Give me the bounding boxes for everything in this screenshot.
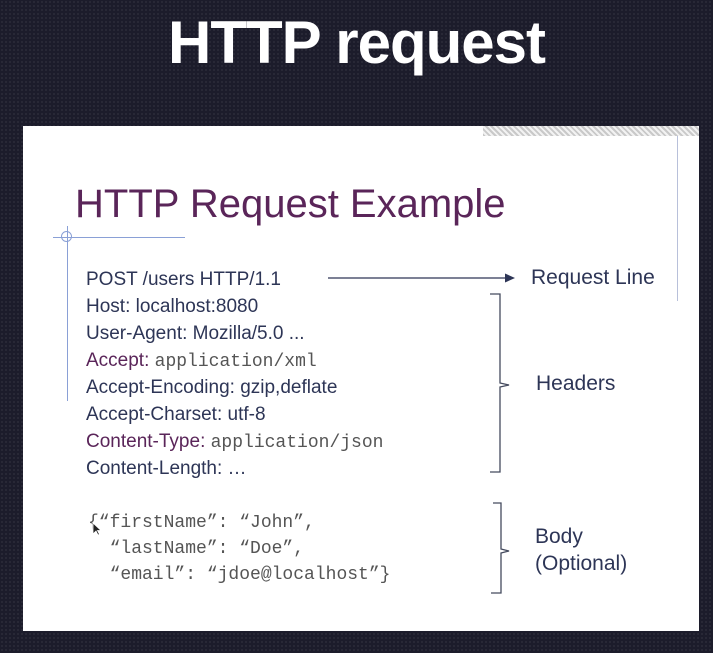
- crosshair-circle-icon: [61, 231, 72, 242]
- header-line-accept-encoding: Accept-Encoding: gzip,deflate: [86, 374, 383, 401]
- body-line: {“firstName”: “John”,: [88, 513, 315, 533]
- slide-heading: HTTP Request Example: [75, 182, 506, 226]
- annotation-body-subtitle: (Optional): [535, 552, 628, 575]
- body-line: “lastName”: “Doe”,: [88, 539, 305, 559]
- body-brace: [491, 502, 510, 594]
- crosshair-vertical-rule: [67, 226, 68, 401]
- header-value: localhost:8080: [135, 296, 259, 317]
- header-value: application/xml: [154, 352, 317, 372]
- header-key: Content-Length:: [86, 458, 223, 479]
- header-line-content-length: Content-Length: …: [86, 455, 383, 482]
- header-line-user-agent: User-Agent: Mozilla/5.0 ...: [86, 320, 383, 347]
- request-body: {“firstName”: “John”, “lastName”: “Doe”,…: [88, 510, 390, 588]
- annotation-body-title: Body: [535, 525, 583, 548]
- annotation-body: Body (Optional): [535, 523, 627, 577]
- header-key: Accept-Charset:: [86, 404, 223, 425]
- headers-brace: [490, 293, 510, 473]
- header-value: utf-8: [227, 404, 266, 425]
- crosshair-horizontal-rule: [53, 237, 185, 238]
- header-key: Accept-Encoding:: [86, 377, 235, 398]
- page-title: HTTP request: [168, 9, 546, 76]
- header-key: Accept:: [86, 350, 150, 371]
- header-line-accept-charset: Accept-Charset: utf-8: [86, 401, 383, 428]
- request-line: POST /users HTTP/1.1: [86, 269, 281, 290]
- annotation-request-line: Request Line: [531, 266, 655, 289]
- header-value: application/json: [210, 433, 384, 453]
- slide: HTTP Request Example POST /users HTTP/1.…: [23, 126, 699, 631]
- arrow-right-icon: [328, 273, 515, 283]
- header-key: Content-Type:: [86, 431, 206, 452]
- mouse-pointer-icon: [92, 522, 102, 536]
- header-key: User-Agent:: [86, 323, 188, 344]
- header-value: Mozilla/5.0 ...: [192, 323, 305, 344]
- header-key: Host:: [86, 296, 131, 317]
- body-line: “email”: “jdoe@localhost”}: [88, 565, 391, 585]
- annotation-graphics: [328, 273, 515, 594]
- header-line-host: Host: localhost:8080: [86, 293, 383, 320]
- slide-vertical-rule: [677, 136, 678, 301]
- header-line-content-type: Content-Type: application/json: [86, 428, 383, 455]
- header-value: gzip,deflate: [240, 377, 338, 398]
- request-block: POST /users HTTP/1.1 Host: localhost:808…: [86, 266, 383, 482]
- header-value: …: [227, 458, 247, 479]
- annotation-headers: Headers: [536, 372, 616, 395]
- slide-stripe-decoration: [483, 126, 699, 136]
- header-line-accept: Accept: application/xml: [86, 347, 383, 374]
